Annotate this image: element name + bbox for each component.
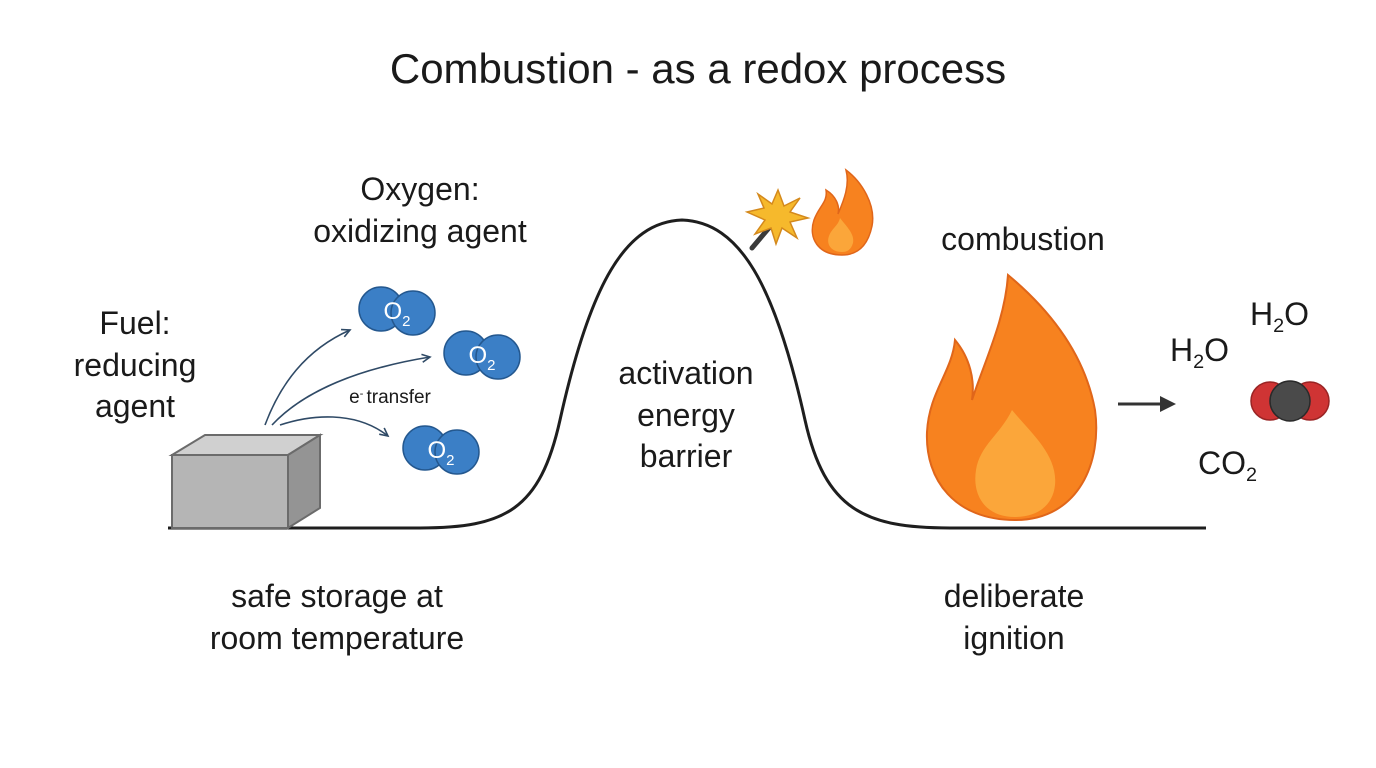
oxygen-label-line: oxidizing agent — [313, 212, 527, 249]
fuel-box-icon — [168, 433, 324, 530]
electron-transfer-arrows — [264, 328, 432, 438]
barrier-label-line: energy — [637, 396, 735, 433]
fuel-label-line: agent — [94, 388, 176, 425]
activation-barrier-label: activation energy barrier — [586, 353, 786, 478]
ignition-line: ignition — [963, 619, 1065, 656]
energy-barrier-curve — [168, 218, 1206, 530]
safe-storage-line: room temperature — [209, 619, 465, 656]
fuel-label: Fuel: reducing agent — [40, 303, 230, 428]
page-title: Combustion - as a redox process — [389, 45, 1007, 92]
safe-storage-line: safe storage at — [231, 578, 443, 614]
product-water-label: H2O — [1250, 296, 1310, 337]
svg-text:O2: O2 — [427, 437, 454, 469]
oxygen-molecule-icon: O2 — [443, 330, 521, 380]
fuel-label-line: Fuel: — [99, 305, 171, 341]
product-water-label: H2O — [1170, 332, 1230, 373]
barrier-label-line: activation — [618, 355, 754, 391]
safe-storage-label: safe storage at room temperature — [167, 576, 507, 659]
match-spark-icon — [744, 187, 811, 251]
deliberate-ignition-label: deliberate ignition — [904, 576, 1124, 659]
combustion-label: combustion — [941, 221, 1105, 257]
small-flame-icon — [811, 168, 874, 256]
oxygen-label-line: Oxygen: — [360, 171, 480, 207]
oxygen-molecule-icon: O2 — [402, 425, 480, 475]
oxygen-label: Oxygen: oxidizing agent — [260, 169, 580, 252]
fuel-label-line: reducing — [73, 346, 197, 383]
product-co2-label: CO2 — [1198, 445, 1258, 486]
svg-text:O2: O2 — [468, 342, 495, 374]
large-flame-icon — [925, 272, 1098, 522]
oxygen-molecule-icon: O2 — [358, 286, 436, 336]
electron-transfer-label: e-transfer — [349, 387, 431, 408]
ignition-line: deliberate — [943, 578, 1085, 614]
svg-text:O2: O2 — [383, 298, 410, 330]
barrier-label-line: barrier — [639, 438, 733, 475]
co2-molecule-icon — [1250, 380, 1330, 422]
